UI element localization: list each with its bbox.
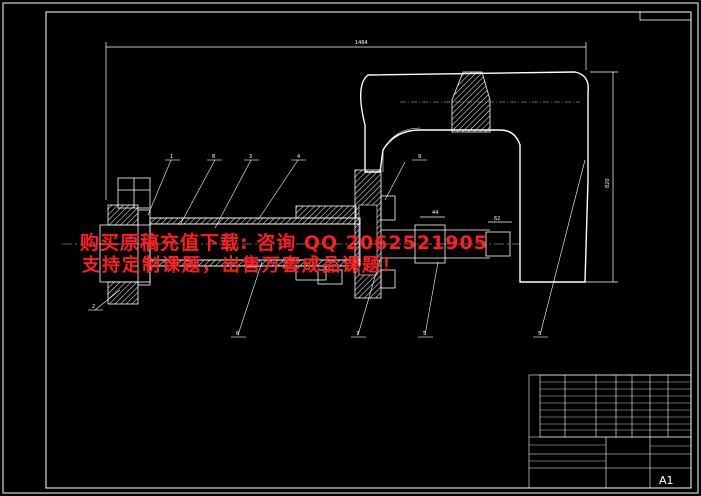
callout-5-frame: 5 — [538, 331, 541, 337]
overall-length-label: 1464 — [355, 40, 368, 46]
leader-lines — [94, 159, 586, 336]
right-dim-a: 44 — [432, 210, 438, 216]
inner-border — [45, 11, 692, 489]
left-end-cap — [99, 177, 151, 305]
piston-rod — [380, 195, 512, 289]
title-block — [528, 374, 692, 489]
callout-9: 9 — [418, 154, 421, 160]
watermark-line-1: 购买原稿充值下载: 咨询 QQ 2062521905 — [80, 232, 488, 254]
overall-length-dimension — [105, 42, 587, 200]
callout-5-lower: 5 — [423, 331, 426, 337]
height-dimension — [530, 71, 618, 283]
c-frame — [360, 71, 589, 283]
callout-6: 6 — [236, 331, 239, 337]
top-right-tag — [639, 11, 692, 21]
watermark-line-2: 支持定制课题，出售万套成品课题！ — [82, 255, 402, 276]
callout-7: 7 — [356, 331, 359, 337]
c-frame-inner — [382, 127, 421, 172]
parts-list-rows — [529, 381, 691, 462]
callout-8: 8 — [212, 154, 215, 160]
callout-lines — [88, 159, 548, 338]
right-dim-b: 62 — [494, 216, 500, 222]
height-label: 820 — [605, 178, 611, 188]
callout-2: 2 — [92, 304, 95, 310]
guide-sleeve — [295, 205, 357, 285]
flange-center — [358, 204, 378, 276]
electrode-tip — [451, 71, 491, 133]
sheet-size-label: A1 — [659, 474, 674, 487]
callout-1: 1 — [170, 154, 173, 160]
callout-4: 4 — [297, 154, 300, 160]
callout-3: 3 — [249, 154, 252, 160]
